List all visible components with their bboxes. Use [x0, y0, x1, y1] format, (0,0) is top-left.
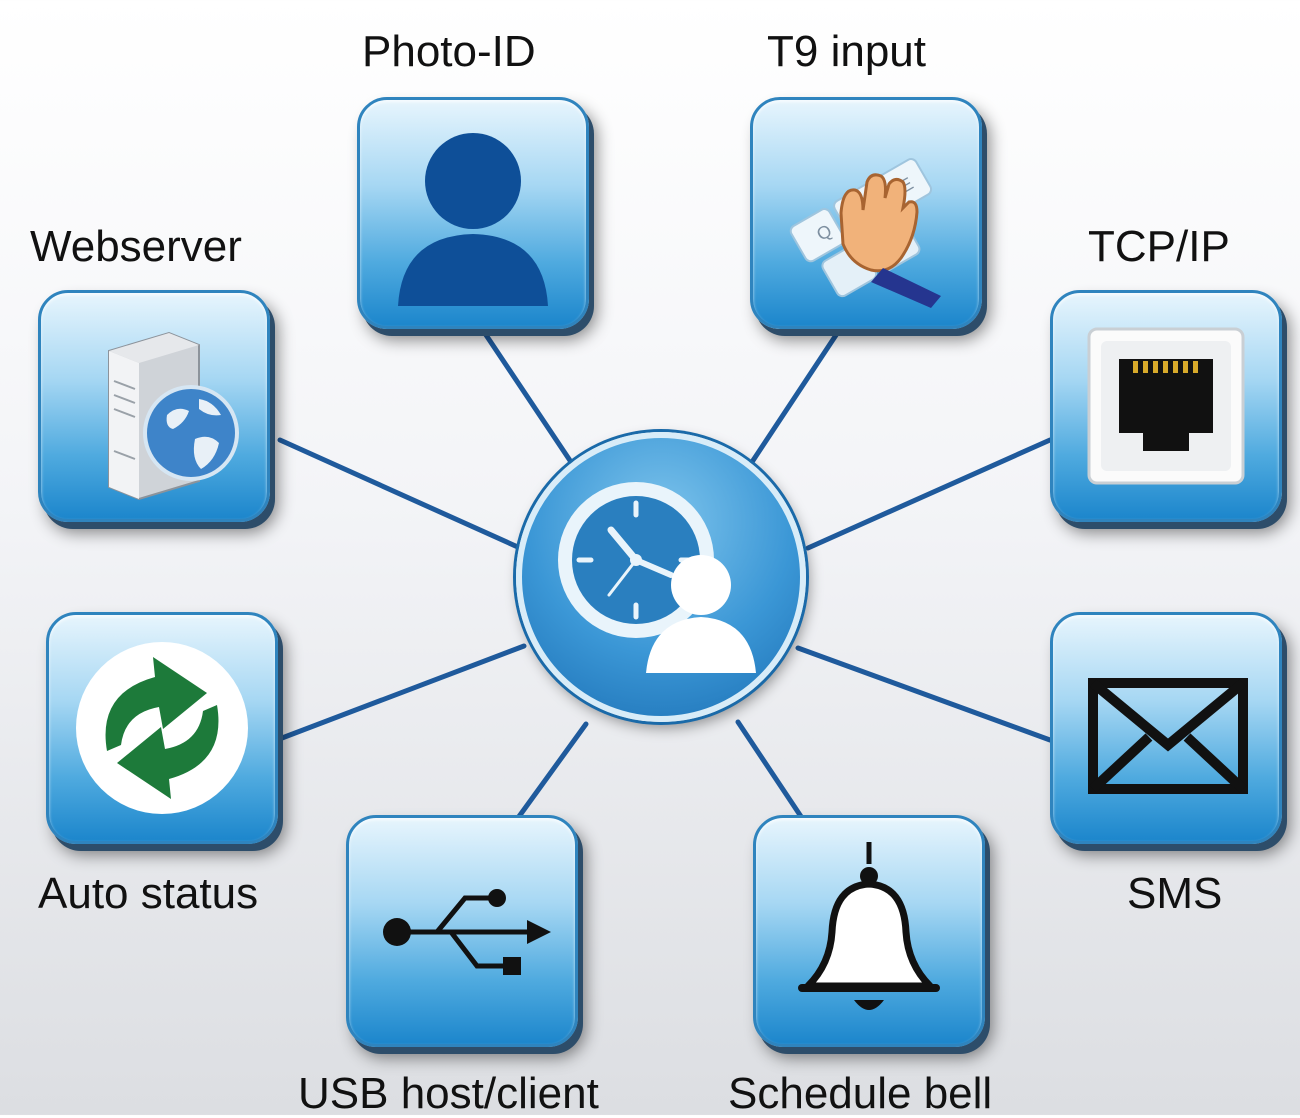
label-tcpip: TCP/IP — [1088, 222, 1230, 271]
person-silhouette-icon — [378, 118, 568, 308]
tile-photo-id[interactable] — [357, 97, 589, 329]
label-usb: USB host/client — [298, 1069, 599, 1118]
label-auto-status: Auto status — [38, 869, 259, 918]
label-photo-id: Photo-ID — [362, 27, 536, 76]
ethernet-port-icon — [1071, 311, 1261, 501]
label-webserver: Webserver — [30, 222, 242, 271]
connector-webserver — [277, 437, 523, 551]
bell-icon — [774, 836, 964, 1026]
connector-auto-status — [279, 643, 527, 741]
envelope-icon — [1071, 633, 1261, 823]
tile-schedule-bell[interactable] — [753, 815, 985, 1047]
label-t9-input: T9 input — [767, 27, 926, 76]
connector-tcpip — [805, 437, 1053, 551]
connector-sms — [795, 645, 1053, 743]
keyboard-hand-icon: Q W E — [771, 118, 961, 308]
connector-schedule-bell — [735, 719, 805, 821]
tile-t9-input[interactable]: Q W E — [750, 97, 982, 329]
server-globe-icon — [59, 311, 249, 501]
recycle-arrows-icon — [67, 633, 257, 823]
tile-tcpip[interactable] — [1050, 290, 1282, 522]
connector-t9-input — [749, 320, 847, 465]
tile-usb[interactable] — [346, 815, 578, 1047]
usb-icon — [367, 836, 557, 1026]
connector-photo-id — [475, 320, 574, 465]
tile-webserver[interactable] — [38, 290, 270, 522]
clock-person-icon — [551, 475, 771, 680]
tile-sms[interactable] — [1050, 612, 1282, 844]
central-hub — [516, 432, 806, 722]
connector-usb — [512, 721, 589, 825]
tile-auto-status[interactable] — [46, 612, 278, 844]
label-schedule-bell: Schedule bell — [728, 1069, 993, 1118]
label-sms: SMS — [1127, 869, 1223, 918]
